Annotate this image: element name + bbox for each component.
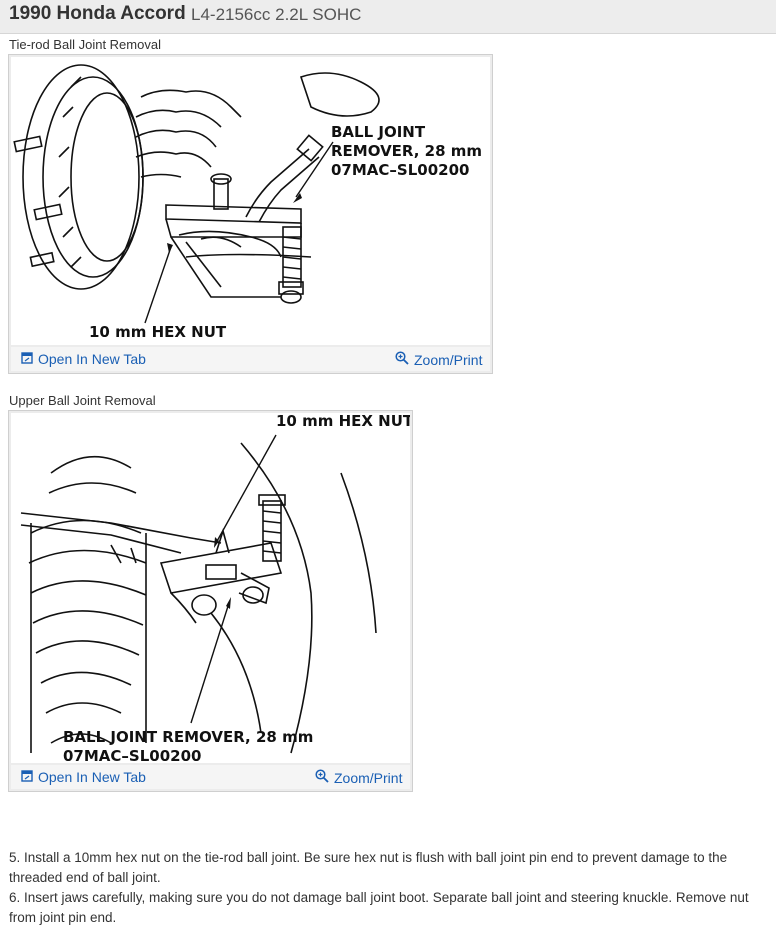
figure-upper-ball-joint: 10 mm HEX NUT BALL JOINT REMOVER, 28 mm …: [8, 410, 413, 792]
open-tab-icon: [21, 769, 33, 785]
instruction-step-5: 5. Install a 10mm hex nut on the tie-rod…: [9, 850, 728, 885]
hex-nut-label: 10 mm HEX NUT: [89, 323, 227, 341]
open-tab-icon: [21, 351, 33, 367]
open-in-new-tab-label: Open In New Tab: [38, 769, 146, 785]
ball-joint-remover-label: BALL JOINT REMOVER, 28 mm 07MAC–SL00200: [63, 728, 314, 763]
engine-spec: L4-2156cc 2.2L SOHC: [191, 5, 362, 24]
figure-toolbar: Open In New Tab Zoom/Print: [11, 765, 410, 789]
figure-tie-rod: BALL JOINT REMOVER, 28 mm 07MAC–SL00200 …: [8, 54, 493, 374]
open-in-new-tab-label: Open In New Tab: [38, 351, 146, 367]
instruction-step-6: 6. Insert jaws carefully, making sure yo…: [9, 890, 749, 925]
open-in-new-tab-button[interactable]: Open In New Tab: [21, 351, 146, 367]
page-header: 1990 Honda Accord L4-2156cc 2.2L SOHC: [0, 0, 776, 34]
page-title: 1990 Honda Accord: [9, 3, 186, 24]
tie-rod-drawing: [13, 64, 380, 324]
zoom-icon: [315, 769, 329, 786]
zoom-icon: [395, 351, 409, 368]
tie-rod-illustration: BALL JOINT REMOVER, 28 mm 07MAC–SL00200 …: [11, 57, 490, 345]
zoom-print-button[interactable]: Zoom/Print: [395, 351, 482, 368]
figure-toolbar: Open In New Tab Zoom/Print: [11, 347, 490, 371]
upper-ball-joint-drawing: [20, 434, 377, 754]
open-in-new-tab-button[interactable]: Open In New Tab: [21, 769, 146, 785]
zoom-print-label: Zoom/Print: [414, 351, 483, 368]
zoom-print-button[interactable]: Zoom/Print: [315, 769, 402, 786]
figure-caption-tie-rod: Tie-rod Ball Joint Removal: [9, 37, 161, 52]
upper-ball-joint-illustration: 10 mm HEX NUT BALL JOINT REMOVER, 28 mm …: [11, 413, 410, 763]
zoom-print-label: Zoom/Print: [334, 769, 403, 786]
figure-caption-upper-ball-joint: Upper Ball Joint Removal: [9, 393, 156, 408]
hex-nut-label: 10 mm HEX NUT: [276, 413, 410, 430]
ball-joint-remover-label: BALL JOINT REMOVER, 28 mm 07MAC–SL00200: [331, 123, 483, 179]
